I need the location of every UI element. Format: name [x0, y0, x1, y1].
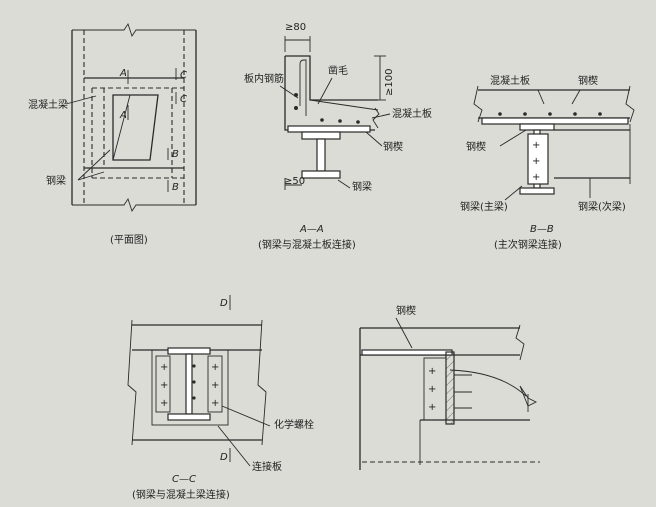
bb-steel-deck-left-label: 钢楔: [466, 140, 486, 153]
bb-slab-label: 混凝土板: [490, 74, 530, 87]
section-bb-drawing: + + +: [473, 85, 635, 201]
bb-bolt-2: +: [532, 156, 540, 167]
dd-bolt-3: +: [428, 402, 436, 413]
plan-view: [65, 22, 197, 213]
aa-caption: (钢梁与混凝土板连接): [258, 238, 356, 251]
aa-steel-beam-label: 钢梁: [352, 180, 372, 193]
section-dd-drawing: + + +: [359, 317, 540, 470]
aa-title: A—A: [299, 224, 324, 235]
bb-bolt-1: +: [532, 140, 540, 151]
cc-bolt-l1: +: [160, 362, 168, 373]
plan-concrete-beam-label: 混凝土梁: [28, 98, 68, 111]
aa-dim-top: ≥80: [285, 22, 306, 33]
cc-mark-d-top: D: [220, 298, 228, 309]
plan-caption: (平面图): [110, 234, 148, 246]
cc-bolt-r3: +: [211, 398, 219, 409]
plan-mark-c-top: C: [180, 70, 187, 81]
aa-slab-label: 混凝土板: [392, 107, 432, 120]
plan-mark-a-mid: A: [119, 110, 127, 121]
cc-bolt-l3: +: [160, 398, 168, 409]
cc-bolt-r1: +: [211, 362, 219, 373]
aa-dim-side: ≥100: [384, 69, 395, 96]
aa-dim-bottom: ≥50: [284, 176, 305, 187]
cc-mark-d-bottom: D: [220, 452, 228, 463]
plan-mark-a-top: A: [119, 68, 127, 79]
cc-plate-label: 连接板: [252, 460, 282, 473]
bb-secondary-beam-label: 钢梁(次梁): [578, 200, 626, 213]
aa-rebar-label: 板内钢筋: [244, 72, 284, 85]
cc-chem-bolt-label: 化学螺栓: [274, 418, 314, 431]
dd-steel-deck-label: 钢楔: [396, 304, 416, 317]
cc-title: C—C: [172, 474, 196, 485]
cc-bolt-r2: +: [211, 380, 219, 391]
dd-bolt-2: +: [428, 384, 436, 395]
bb-caption: (主次钢梁连接): [494, 238, 562, 251]
bb-main-beam-label: 钢梁(主梁): [460, 200, 508, 213]
plan-mark-b-top: B: [172, 149, 179, 160]
plan-mark-b-bottom: B: [172, 182, 179, 193]
dd-bolt-1: +: [428, 366, 436, 377]
bb-bolt-3: +: [532, 172, 540, 183]
cc-bolt-l2: +: [160, 380, 168, 391]
aa-chisel-label: 凿毛: [328, 64, 348, 77]
bb-title: B—B: [530, 224, 554, 235]
section-cc-drawing: + + + + + +: [127, 295, 271, 467]
section-aa-drawing: [279, 36, 391, 190]
aa-steel-deck-label: 钢楔: [383, 140, 403, 153]
cc-caption: (钢梁与混凝土梁连接): [132, 488, 230, 501]
bb-steel-deck-top-label: 钢楔: [578, 74, 598, 87]
plan-mark-c-mid: C: [180, 94, 187, 105]
plan-steel-beam-label: 钢梁: [46, 174, 66, 187]
